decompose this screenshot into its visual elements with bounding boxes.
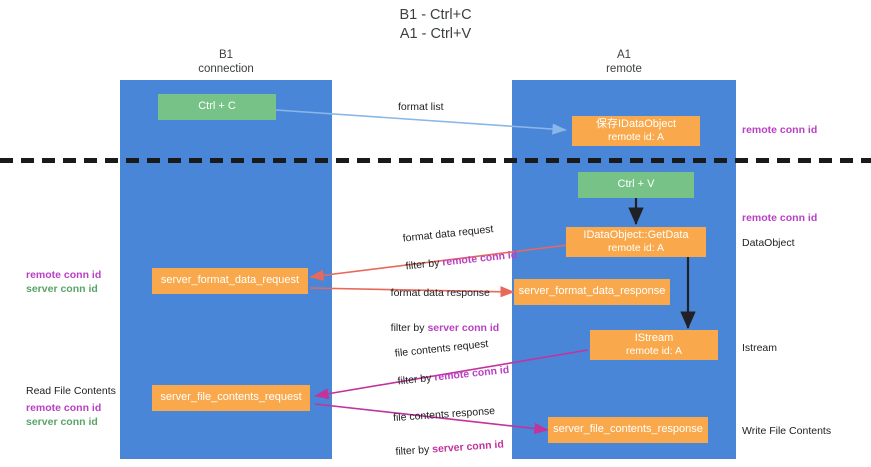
column-header-right: A1 remote [606, 49, 642, 75]
node-ctrl-c[interactable]: Ctrl + C [158, 94, 276, 120]
node-ctrl-c-label: Ctrl + C [198, 100, 236, 113]
edge-label-file-contents-response: file contents response filter by server … [380, 390, 505, 467]
edge-label-file-contents-request-key: remote conn id [433, 363, 510, 384]
annotation-left-remote-conn-id-mid: remote conn id [26, 269, 102, 281]
annotation-remote-conn-id-mid: remote conn id [742, 212, 818, 224]
annotation-read-file-contents: Read File Contents [26, 385, 116, 397]
node-server-file-contents-request[interactable]: server_file_contents_request [152, 385, 310, 411]
edge-label-file-contents-response-key: server conn id [431, 438, 505, 456]
annotation-left-server-conn-id-mid: server conn id [26, 283, 98, 295]
node-istream-line1: IStream [634, 331, 674, 344]
annotation-left-server-conn-id-bottom: server conn id [26, 416, 98, 428]
edge-label-format-data-response-key: server conn id [427, 322, 500, 334]
edge-label-file-contents-response-prefix: filter by [395, 443, 433, 459]
annotation-left-remote-conn-id-bottom: remote conn id [26, 402, 102, 414]
node-save-idataobject[interactable]: 保存IDataObject remote id: A [572, 116, 700, 146]
node-istream-line2: remote id: A [625, 345, 683, 357]
edge-label-format-data-response-line1: format data response [390, 287, 490, 299]
node-server-format-data-request-label: server_format_data_request [160, 274, 300, 287]
edge-label-format-data-request-key: remote conn id [441, 248, 518, 269]
annotation-remote-conn-id-top: remote conn id [742, 124, 818, 136]
edge-label-file-contents-request-prefix: filter by [397, 371, 435, 388]
section-divider [0, 158, 871, 163]
edge-label-format-data-response-prefix: filter by [390, 322, 428, 334]
node-idataobject-getdata-line2: remote id: A [607, 242, 665, 254]
node-server-format-data-request[interactable]: server_format_data_request [152, 268, 308, 294]
edge-label-format-data-request-prefix: filter by [405, 256, 443, 273]
diagram-title: B1 - Ctrl+C A1 - Ctrl+V [399, 7, 472, 42]
node-ctrl-v[interactable]: Ctrl + V [578, 172, 694, 198]
node-server-format-data-response-label: server_format_data_response [518, 285, 666, 298]
node-server-file-contents-response[interactable]: server_file_contents_response [548, 417, 708, 443]
node-save-idataobject-line1: 保存IDataObject [595, 117, 677, 130]
node-idataobject-getdata[interactable]: IDataObject::GetData remote id: A [566, 227, 706, 257]
node-ctrl-v-label: Ctrl + V [617, 178, 655, 191]
edge-label-format-list: format list [398, 101, 444, 113]
node-istream[interactable]: IStream remote id: A [590, 330, 718, 360]
node-idataobject-getdata-line1: IDataObject::GetData [583, 228, 689, 241]
edge-label-file-contents-request-line1: file contents request [394, 337, 489, 360]
node-save-idataobject-line2: remote id: A [607, 131, 665, 143]
node-server-file-contents-response-label: server_file_contents_response [553, 423, 703, 436]
annotation-write-file-contents: Write File Contents [742, 425, 832, 437]
node-server-file-contents-request-label: server_file_contents_request [160, 391, 302, 404]
edge-label-format-data-request-line1: format data request [402, 223, 494, 245]
annotation-istream: Istream [742, 342, 778, 354]
node-server-format-data-response[interactable]: server_format_data_response [514, 279, 670, 305]
edge-label-file-contents-response-line1: file contents response [392, 405, 496, 425]
edge-label-format-data-response: format data response filter by server co… [379, 272, 500, 349]
column-header-left: B1 connection [198, 49, 254, 75]
annotation-dataobject: DataObject [742, 237, 795, 249]
